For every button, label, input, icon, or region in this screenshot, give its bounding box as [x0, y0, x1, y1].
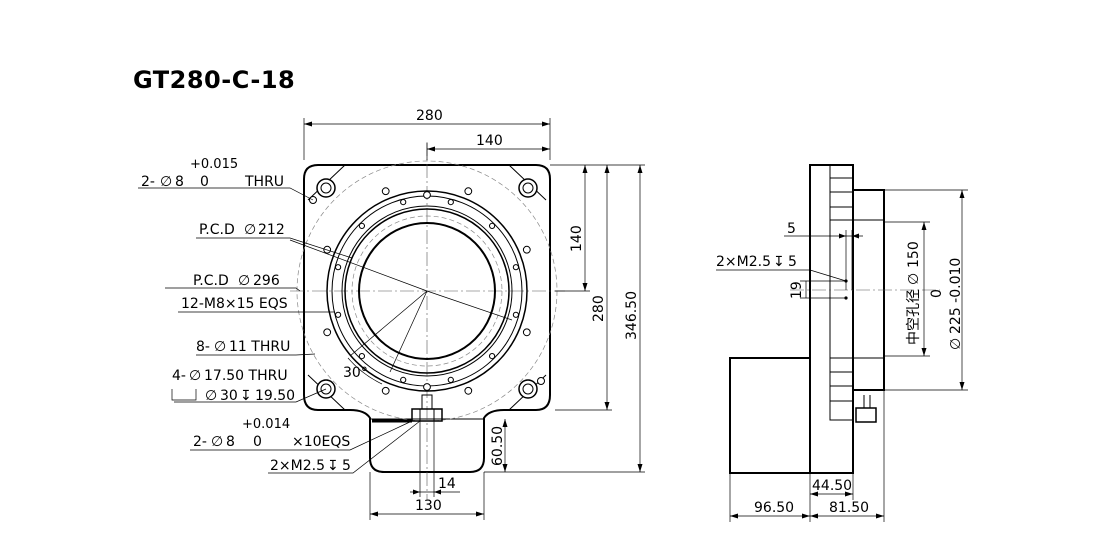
m8-hole: [335, 264, 342, 271]
diameter-symbol: ∅: [906, 273, 922, 285]
pin-top-thru: THRU: [244, 174, 284, 190]
side-view: 中空孔径 ∅ 150 0 ∅ 225 -0.010 5 2×M2.5 ↧ 5 1…: [716, 164, 968, 522]
dim-height-square: 280: [591, 295, 607, 322]
thru-11-hole: [381, 187, 390, 196]
pin-bottom-eqs: ×10EQS: [292, 434, 350, 450]
housing-outline: [303, 164, 551, 473]
hollow-bore: [358, 222, 496, 360]
m8-hole: [400, 199, 407, 206]
m8-hole: [358, 222, 365, 229]
side-screw-callout: 2×M2.5: [716, 254, 771, 270]
corner-holes: [316, 178, 538, 399]
diameter-symbol: ∅: [205, 388, 217, 404]
m8-hole: [358, 353, 365, 360]
pin-hole-bottom: [537, 377, 545, 385]
pcd212-label: P.C.D: [199, 222, 235, 238]
depth-symbol: ↧: [773, 254, 785, 270]
m8-hole: [400, 376, 407, 383]
pcd296-value: 296: [253, 273, 280, 289]
m8-holes: [335, 199, 520, 383]
diameter-symbol: ∅: [238, 273, 250, 289]
housing-body: [809, 164, 854, 474]
front-view: 30° 280 140 140 280 346.50 60.50 13: [138, 108, 645, 520]
diameter-symbol: ∅: [211, 434, 223, 450]
depth-symbol: ↧: [327, 458, 339, 474]
m8-hole: [489, 222, 496, 229]
diameter-symbol: ∅: [160, 174, 172, 190]
hole17-callout: 17.50 THRU: [204, 368, 288, 384]
angle-label: 30°: [343, 365, 368, 381]
pin-bottom-dia: 8: [226, 434, 235, 450]
pin-bottom-tolerance: +0.014: [242, 417, 290, 432]
thru-11-hole: [522, 245, 531, 254]
diameter-symbol: ∅: [189, 368, 201, 384]
thru-11-hole: [464, 187, 473, 196]
hole17-count: 4-: [172, 368, 186, 384]
pin-top-lower-tol: 0: [200, 174, 209, 190]
thru-11-hole: [522, 328, 531, 337]
pin-bottom-lower-tol: 0: [253, 434, 262, 450]
thru-11-hole: [381, 386, 390, 395]
thru-11-hole: [323, 328, 332, 337]
dim-width-half: 140: [476, 133, 503, 149]
axis-hole: [423, 191, 431, 199]
axis-hole: [423, 383, 431, 391]
table-outer-ring: [326, 190, 528, 392]
pin-top-count: 2-: [141, 174, 155, 190]
thru-11-holes: [323, 187, 531, 395]
m8-hole: [335, 311, 342, 318]
motor-body: [729, 357, 811, 474]
diameter-symbol: ∅: [948, 338, 964, 350]
fit-diameter: 225 -0.010: [948, 258, 964, 334]
side-screw-depth: 5: [788, 254, 797, 270]
diameter-symbol: ∅: [214, 339, 226, 355]
m8-hole: [447, 376, 454, 383]
dim-height-total: 346.50: [624, 291, 640, 340]
hole11-count: 8-: [196, 339, 210, 355]
m25-callout: 2×M2.5: [270, 458, 325, 474]
m8-hole: [447, 199, 454, 206]
dim-motor-length: 96.50: [754, 500, 794, 516]
pcd212-value: 212: [258, 222, 285, 238]
dim-tab-inner: 14: [438, 476, 456, 492]
m8-callout: 12-M8×15 EQS: [181, 296, 288, 312]
cbore-dia: 30: [220, 388, 238, 404]
pcd296-label: P.C.D: [193, 273, 229, 289]
side-connector: [855, 407, 877, 423]
hole11-callout: 11 THRU: [229, 339, 290, 355]
dim-width-total: 280: [416, 108, 443, 124]
counterbore-symbol: [171, 389, 197, 401]
cbore-depth: 19.50: [255, 388, 295, 404]
dim-flange-length: 44.50: [812, 478, 852, 494]
hollow-label: 中空孔径: [906, 289, 922, 345]
dim-height-half: 140: [569, 225, 585, 252]
drawing-title: GT280-C-18: [133, 66, 296, 94]
thru-11-hole: [464, 386, 473, 395]
table-inner-ring: [344, 208, 510, 374]
hollow-diameter: 150: [906, 241, 922, 268]
diameter-symbol: ∅: [244, 222, 256, 238]
dim-tab-height: 60.50: [490, 426, 506, 466]
dim-gap: 5: [787, 221, 796, 237]
pin-top-tolerance: +0.015: [190, 157, 238, 172]
dim-body-length: 81.50: [829, 500, 869, 516]
m8-hole: [512, 311, 520, 318]
dim-offset: 19: [789, 281, 805, 299]
depth-symbol: ↧: [240, 388, 252, 404]
pin-top-dia: 8: [175, 174, 184, 190]
connector: [411, 394, 443, 422]
m8-hole: [512, 264, 520, 271]
pin-bottom-count: 2-: [193, 434, 207, 450]
pcd212-circle: [351, 215, 503, 367]
m25-depth: 5: [342, 458, 351, 474]
m8-hole: [489, 353, 496, 360]
dim-tab-width: 130: [415, 498, 442, 514]
fit-tolerance: 0: [929, 289, 945, 298]
